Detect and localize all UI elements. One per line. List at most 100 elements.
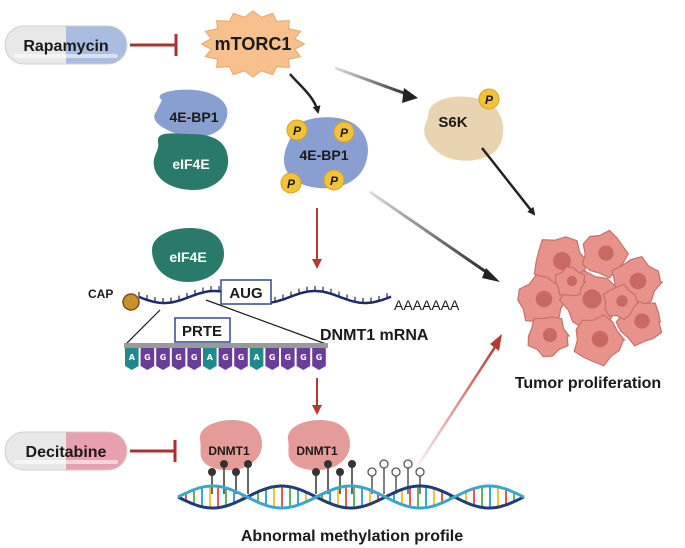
methyl-mark-open [391,467,401,477]
dnmt1-right-label: DNMT1 [296,444,338,458]
methylation-marks [208,459,425,494]
sequence-backbone [124,343,328,348]
sequence-base-tile [281,348,295,370]
sequence-base-tile [171,348,186,370]
mtorc1-label: mTORC1 [215,34,292,54]
phospho-site-1: P [286,119,308,141]
methyl-mark-filled [220,460,228,468]
tumor-nucleus [634,313,650,329]
dna-strand-1 [177,484,525,510]
eif4e-free-label: eIF4E [169,249,206,265]
sequence-base-tile [265,348,279,370]
rapamycin-capsule: Rapamycin [4,25,128,65]
sequence-base-tile [125,348,139,370]
phospho-site-4: P [323,169,345,191]
sequence-base-letter: G [300,353,307,362]
prte-label: PRTE [182,323,222,340]
dna-strand-2 [177,484,525,510]
aug-box [220,279,272,305]
arrow-mtorc1-to-s6k-head [402,88,418,103]
rapamycin-inhibition [130,34,178,56]
sequence-base-tile [203,348,217,370]
s6k-protein: S6K P [424,88,504,161]
decitabine-inhibition [130,440,177,462]
eif4e-bound-label: eIF4E [172,156,209,172]
sequence-base-letter: G [191,353,198,362]
mtorc1-complex: mTORC1 [200,10,306,78]
arrow-methylation-to-tumor-line [413,343,499,471]
tumor-nucleus [591,330,609,348]
arrow-methylation-to-tumor-head [490,334,502,351]
s6k-shape [424,96,504,161]
4ebp1-eif4e-complex: 4E-BP1 eIF4E [153,89,229,190]
dnmt1-left: DNMT1 [199,420,262,471]
phospho-label: P [330,174,339,188]
sequence-base-tile [218,348,233,370]
dnmt1-left-label: DNMT1 [208,444,250,458]
cap-label: CAP [88,287,113,301]
sequence-base-tile [312,348,326,370]
methyl-mark-filled [324,460,332,468]
eif4e-free: eIF4E [152,228,224,282]
methyl-mark-open [367,467,377,477]
arrow-mtorc1-to-4ebp1 [289,73,321,114]
methyl-mark-open [403,459,413,469]
tumor-outcome-label: Tumor proliferation [515,375,661,392]
methyl-mark-filled [336,468,344,476]
tumor-nucleus [629,272,647,290]
phospho-label: P [293,124,302,138]
sequence-base-letter: G [144,353,151,362]
phospho-site-3: P [280,172,302,194]
sequence-base-letter: G [269,353,276,362]
phospho-label: P [340,126,349,140]
sequence-base-letter: A [129,353,136,362]
arrow-4ebp1-to-tumor-line [369,190,493,278]
sequence-base-letter: G [238,353,245,362]
methylation-outcome-label: Abnormal methylation profile [241,528,463,545]
sequence-base-tile [296,348,311,370]
sequence-base-tile [140,348,155,370]
sequence-base-tile [187,348,201,370]
sequence-base-letter: A [207,353,214,362]
tumor-nucleus [616,295,628,307]
mrna-name: DNMT1 mRNA [320,327,429,344]
decitabine-label: Decitabine [26,444,107,461]
zoom-line-right [205,299,327,345]
phospho-4ebp1: 4E-BP1 P P P P [280,117,368,194]
methyl-mark-filled [348,460,356,468]
methyl-mark-filled [312,468,320,476]
dnmt1-right: DNMT1 [287,420,350,471]
dnmt1-mrna: CAP AAAAAAA DNMT1 mRNA AUG [88,279,460,344]
zoom-line-left [125,309,161,345]
arrow-4ebp1-to-tumor-head [482,268,500,282]
tumor-nucleus [566,275,578,287]
arrow-mtorc1-to-s6k-line [334,66,413,98]
rapamycin-label: Rapamycin [23,38,108,55]
s6k-phospho-site: P [478,88,500,110]
sequence-base-letter: G [222,353,229,362]
dna-helix [177,484,525,510]
mtorc1-shape [200,10,306,78]
sequence-base-letter: G [316,353,323,362]
methyl-mark-filled [208,468,216,476]
sequence-base-tile [249,348,264,370]
tumor-nucleus [542,327,558,343]
aug-label: AUG [229,285,262,302]
sequence-base-letter: G [160,353,167,362]
tumor-nucleus [598,245,614,261]
dnmt1-left-shape [199,420,262,471]
eif4e-bound-shape [153,133,229,190]
tumor-nucleus [535,290,553,308]
4ebp1-bound-label: 4E-BP1 [169,109,218,125]
methyl-mark-filled [232,468,240,476]
phospho-label: P [485,93,494,107]
tumor-mass [517,229,664,367]
prte-box [174,317,231,343]
dnmt1-right-shape [287,420,350,471]
methyl-mark-filled [244,460,252,468]
sequence-base-tile [234,348,248,370]
polya-tail: AAAAAAA [394,297,460,313]
